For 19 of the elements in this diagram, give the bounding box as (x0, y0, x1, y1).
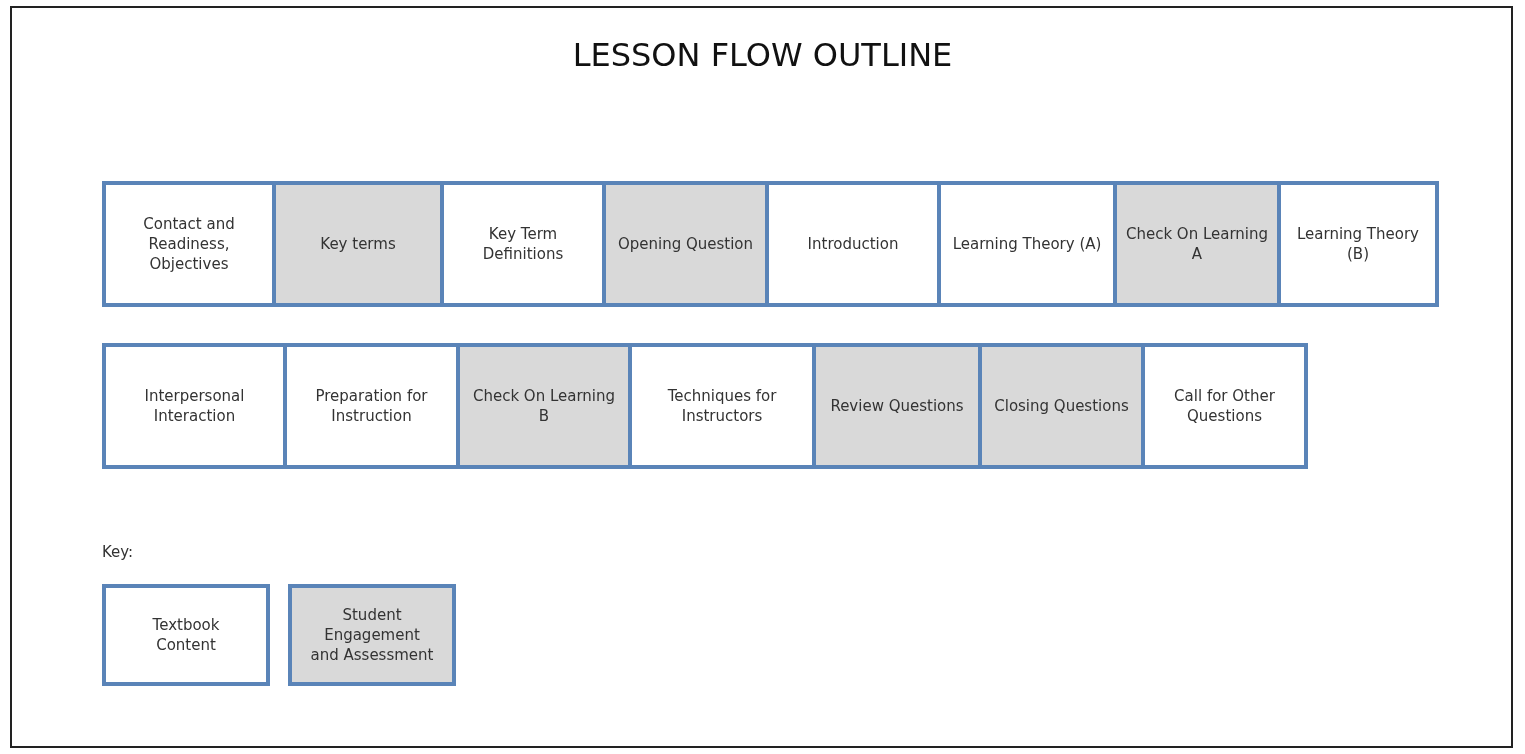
box-text: Review Questions (829, 395, 965, 417)
box-text: Preparation for Instruction (314, 385, 429, 427)
box-text: Techniques for Instructors (666, 385, 778, 427)
legend-text: Student Engagement and Assessment (309, 604, 435, 667)
box-text: Key Term Definitions (481, 223, 565, 265)
box-text: Interpersonal Interaction (143, 385, 246, 427)
title: LESSON FLOW OUTLINE (571, 36, 954, 74)
box-text: Contact and Readiness, Objectives (142, 213, 236, 275)
box-text: Call for Other Questions (1173, 385, 1276, 427)
box-text: Opening Question (616, 233, 755, 255)
box-text: Learning Theory (A) (951, 233, 1103, 255)
box-text: Closing Questions (993, 395, 1130, 417)
key-heading: Key: (102, 542, 134, 563)
box-text: Introduction (806, 233, 900, 255)
legend-text: Textbook Content (151, 614, 221, 656)
box-text: Check On Learning A (1124, 223, 1270, 265)
box-text: Learning Theory (B) (1296, 223, 1420, 265)
box-text: Check On Learning B (471, 385, 617, 427)
box-text: Key terms (319, 233, 397, 255)
